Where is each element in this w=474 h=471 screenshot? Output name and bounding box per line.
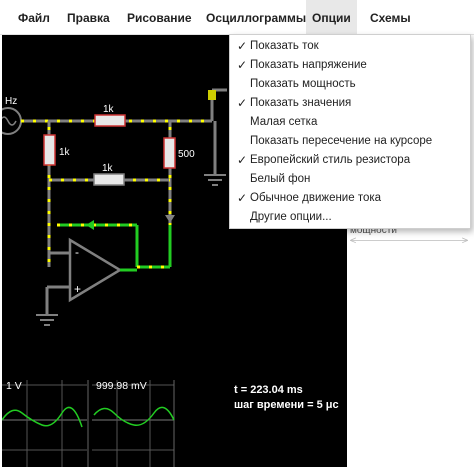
option-show-power[interactable]: Показать мощность [250, 78, 356, 90]
slider-left-arrow-icon: < [350, 235, 357, 247]
check-icon: ✓ [236, 39, 248, 53]
slider-right-arrow-icon: > [461, 235, 468, 247]
power-brightness-label: мощности [350, 225, 397, 236]
check-icon: ✓ [236, 58, 248, 72]
resistor-right-500 [163, 137, 176, 169]
menu-edit[interactable]: Правка [67, 11, 110, 25]
timestep-readout: шаг времени = 5 μс [234, 399, 339, 411]
menu-draw[interactable]: Рисование [127, 11, 192, 25]
menu-circuits[interactable]: Схемы [370, 11, 411, 25]
option-conventional-current[interactable]: ✓ Обычное движение тока [230, 189, 470, 208]
resistor-left-label: 1k [59, 147, 71, 158]
scope-1-label: 1 V [6, 380, 22, 392]
option-show-current[interactable]: ✓ Показать ток [230, 37, 470, 56]
resistor-right-label: 500 [178, 149, 195, 160]
option-show-values[interactable]: ✓ Показать значения [230, 94, 470, 113]
source-frequency-label: Hz [5, 96, 17, 107]
resistor-feedback-1k [93, 173, 125, 186]
opamp-minus-label: - [75, 245, 79, 259]
option-european-resistor[interactable]: ✓ Европейский стиль резистора [230, 151, 470, 170]
option-show-voltage[interactable]: ✓ Показать напряжение [230, 56, 470, 75]
opamp-plus-label: + [74, 282, 81, 296]
menu-file[interactable]: Файл [18, 11, 50, 25]
option-white-background[interactable]: Белый фон [250, 173, 311, 185]
menu-bar: Файл Правка Рисование Осциллограммы Опци… [0, 0, 474, 35]
resistor-left-1k [43, 134, 56, 166]
node-stub [208, 90, 216, 100]
diode-right-icon [165, 215, 175, 223]
scope-1-plot [2, 380, 89, 467]
option-small-grid[interactable]: Малая сетка [250, 116, 318, 128]
check-icon: ✓ [236, 96, 248, 110]
resistor-top-label: 1k [103, 104, 115, 115]
time-readout: t = 223.04 ms [234, 384, 303, 396]
scope-2-plot [92, 380, 175, 467]
check-icon: ✓ [236, 191, 248, 205]
resistor-top-1k [94, 114, 126, 127]
opamp-icon [68, 237, 123, 303]
options-dropdown: ✓ Показать ток ✓ Показать напряжение Пок… [229, 34, 471, 229]
check-icon: ✓ [236, 153, 248, 167]
menu-scopes[interactable]: Осциллограммы [206, 11, 307, 25]
ac-source-icon [2, 107, 22, 135]
option-crosshair[interactable]: Показать пересечение на курсоре [250, 135, 433, 147]
ac-wave-icon [2, 116, 17, 126]
circuit-schematic[interactable]: Hz 1k 1k 500 1k [2, 35, 347, 467]
scope-2-trace [93, 406, 175, 426]
scope-2-label: 999.98 mV [96, 380, 147, 392]
menu-options[interactable]: Опции [306, 0, 357, 34]
scope-1-trace [2, 406, 83, 428]
diode-icon [86, 220, 94, 230]
power-slider[interactable]: < > [350, 235, 468, 249]
resistor-feedback-label: 1k [102, 163, 114, 174]
option-other-options[interactable]: Другие опции... [250, 211, 332, 223]
